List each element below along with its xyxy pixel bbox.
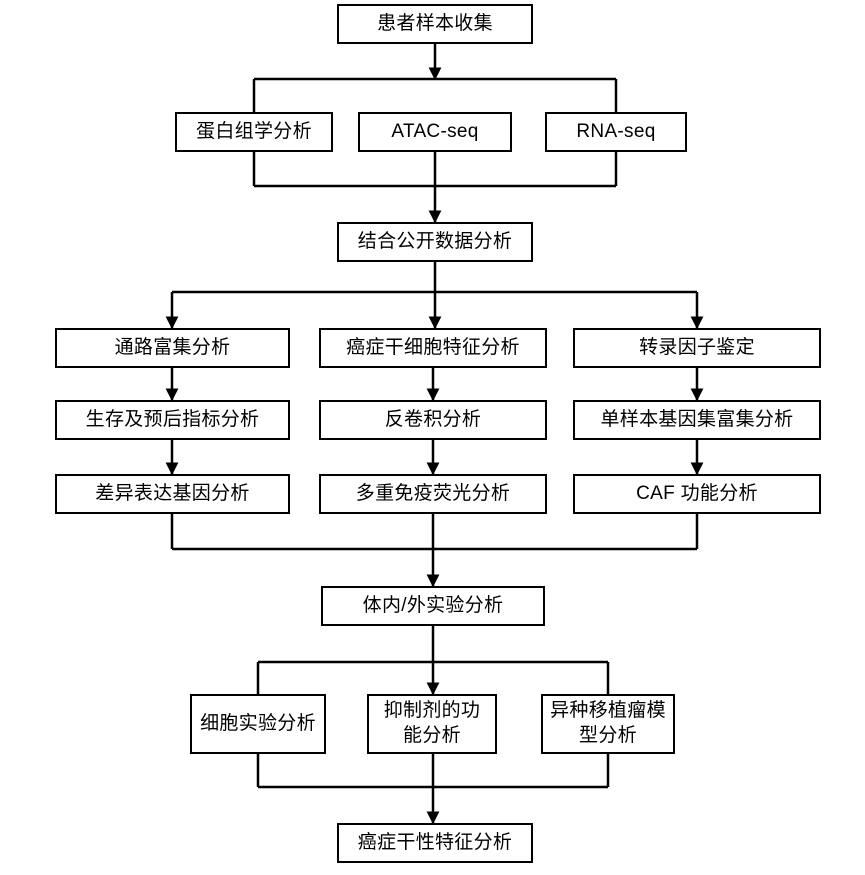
node-cell-experiment-analysis[interactable]: 细胞实验分析 xyxy=(190,694,326,754)
node-transcription-factor-identification[interactable]: 转录因子鉴定 xyxy=(573,328,821,368)
node-label: 体内/外实验分析 xyxy=(362,595,504,617)
node-proteomics-analysis[interactable]: 蛋白组学分析 xyxy=(175,112,333,152)
node-cancer-stemness-signature-analysis[interactable]: 癌症干性特征分析 xyxy=(337,823,533,863)
node-patient-sample-collection[interactable]: 患者样本收集 xyxy=(337,4,533,44)
node-public-data-analysis[interactable]: 结合公开数据分析 xyxy=(337,222,533,262)
node-label: 癌症干性特征分析 xyxy=(357,832,513,854)
node-label: 抑制剂的功能分析 xyxy=(383,700,481,746)
node-deconvolution-analysis[interactable]: 反卷积分析 xyxy=(319,400,547,440)
node-label: 转录因子鉴定 xyxy=(639,337,755,359)
node-ssgsea-analysis[interactable]: 单样本基因集富集分析 xyxy=(573,400,821,440)
node-label: 患者样本收集 xyxy=(377,13,493,35)
node-label: 生存及预后指标分析 xyxy=(85,409,260,431)
node-inhibitor-function-analysis[interactable]: 抑制剂的功能分析 xyxy=(367,694,497,754)
node-label: ATAC-seq xyxy=(391,121,479,143)
node-label: 反卷积分析 xyxy=(384,409,482,431)
node-label: 单样本基因集富集分析 xyxy=(600,409,794,431)
node-multiplex-immunofluorescence-analysis[interactable]: 多重免疫荧光分析 xyxy=(319,474,547,514)
node-label: 蛋白组学分析 xyxy=(196,121,312,143)
node-atac-seq[interactable]: ATAC-seq xyxy=(358,112,512,152)
node-label: 差异表达基因分析 xyxy=(95,483,250,505)
node-label: 异种移植瘤模型分析 xyxy=(550,700,666,746)
node-label: 多重免疫荧光分析 xyxy=(355,483,511,505)
node-differential-expression-analysis[interactable]: 差异表达基因分析 xyxy=(55,474,290,514)
node-xenograft-tumor-model-analysis[interactable]: 异种移植瘤模型分析 xyxy=(541,694,675,754)
node-label: 癌症干细胞特征分析 xyxy=(346,337,520,359)
node-survival-prognosis-analysis[interactable]: 生存及预后指标分析 xyxy=(55,400,290,440)
node-in-vivo-in-vitro-experiment-analysis[interactable]: 体内/外实验分析 xyxy=(321,586,545,626)
node-caf-function-analysis[interactable]: CAF 功能分析 xyxy=(573,474,821,514)
node-cancer-stem-cell-signature-analysis[interactable]: 癌症干细胞特征分析 xyxy=(319,328,547,368)
node-label: 通路富集分析 xyxy=(114,337,231,359)
node-label: 结合公开数据分析 xyxy=(357,231,513,253)
node-label: 细胞实验分析 xyxy=(200,712,316,734)
node-label: CAF 功能分析 xyxy=(636,483,758,505)
node-pathway-enrichment-analysis[interactable]: 通路富集分析 xyxy=(55,328,290,368)
node-rna-seq[interactable]: RNA-seq xyxy=(545,112,687,152)
node-label: RNA-seq xyxy=(576,121,656,143)
